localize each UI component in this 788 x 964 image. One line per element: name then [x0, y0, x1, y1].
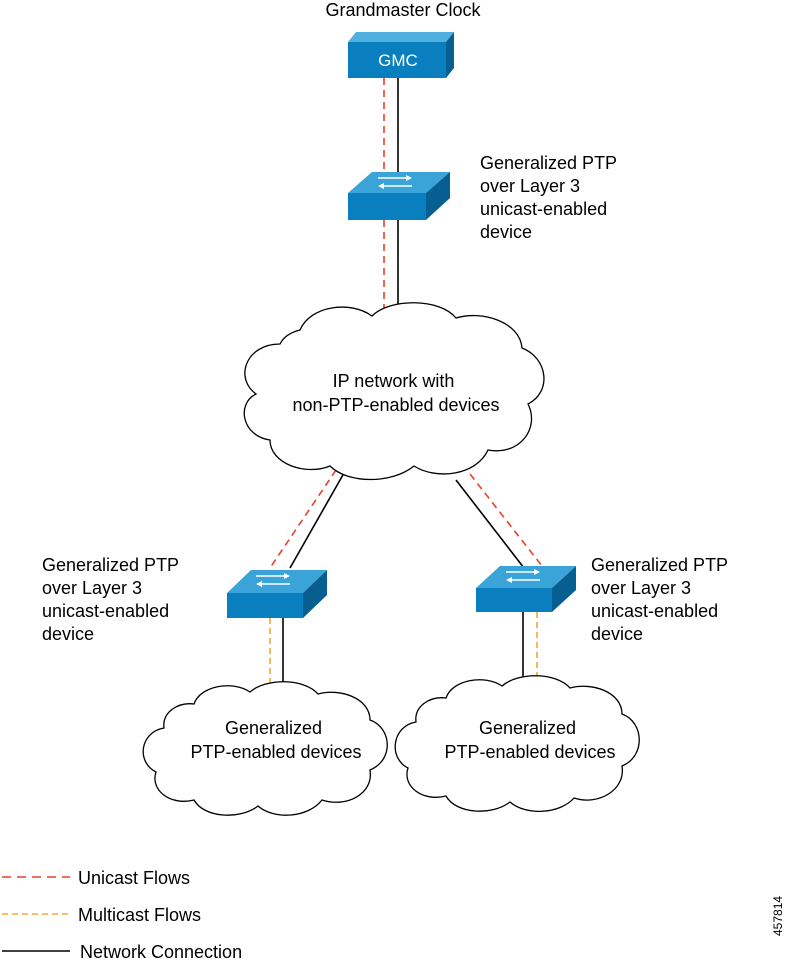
legend: Unicast Flows Multicast Flows Network Co… [2, 868, 242, 962]
left-ptp-devices-cloud [142, 681, 388, 816]
gmc-device: GMC [348, 32, 454, 78]
left-switch-label: Generalized PTP over Layer 3 unicast-ena… [42, 555, 184, 644]
network-connection-cloud-right [455, 479, 525, 569]
legend-multicast-label: Multicast Flows [78, 905, 201, 925]
grandmaster-clock-label: Grandmaster Clock [325, 0, 481, 20]
figure-id: 457814 [771, 896, 785, 936]
ip-network-cloud [243, 302, 545, 481]
legend-network-label: Network Connection [80, 942, 242, 962]
ip-network-label: IP network with non-PTP-enabled devices [292, 371, 499, 415]
left-switch-icon [227, 570, 327, 618]
unicast-flow-cloud-right [469, 473, 543, 567]
right-ptp-devices-cloud [394, 675, 640, 813]
right-switch-icon [476, 566, 576, 612]
right-switch-label: Generalized PTP over Layer 3 unicast-ena… [591, 555, 733, 644]
left-cloud-label: Generalized PTP-enabled devices [190, 718, 361, 762]
unicast-flow-cloud-left [269, 469, 337, 569]
top-switch-label: Generalized PTP over Layer 3 unicast-ena… [480, 153, 622, 242]
gmc-label: GMC [378, 51, 418, 70]
top-switch-icon [348, 172, 450, 220]
legend-unicast-label: Unicast Flows [78, 868, 190, 888]
network-connection-cloud-left [289, 465, 349, 569]
right-cloud-label: Generalized PTP-enabled devices [444, 718, 615, 762]
